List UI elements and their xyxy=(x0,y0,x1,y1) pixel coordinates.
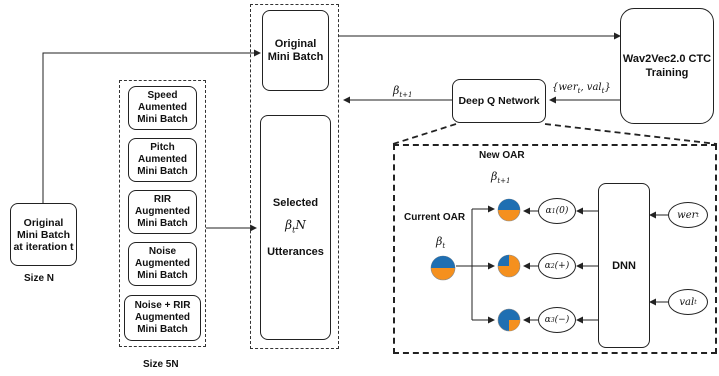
wav2vec-l2: Training xyxy=(645,67,689,79)
original-mini-batch-box: Original Mini Batch xyxy=(262,10,329,91)
selected-utterances-box: Selected βtN Utterances xyxy=(260,115,331,340)
aug-rir-l2: Augmented xyxy=(135,206,190,217)
left-box-line2: Mini Batch xyxy=(16,228,71,241)
wav2vec-training-box: Wav2Vec2.0 CTC Training xyxy=(620,8,714,124)
new-oar-label: New OAR xyxy=(479,150,525,161)
aug-noise-l3: Mini Batch xyxy=(137,270,188,281)
aug-pitch-l1: Pitch xyxy=(150,142,175,153)
selection-group xyxy=(250,4,339,349)
aug-box-noise: Noise Augmented Mini Batch xyxy=(128,242,197,286)
size-n-label: Size N xyxy=(24,273,55,284)
beta-t-plus-1-label: βt+1 xyxy=(393,84,413,100)
aug-speed-l2: Aumented xyxy=(138,102,187,113)
arrow-left-to-original xyxy=(42,49,261,204)
beta-t-plus-1-inner: βt+1 xyxy=(491,170,511,186)
aug-box-pitch: Pitch Aumented Mini Batch xyxy=(128,138,197,182)
orig-mb-l1: Original xyxy=(274,37,317,50)
dnn-label: DNN xyxy=(612,259,636,272)
zoom-line-left xyxy=(392,123,457,145)
original-mini-batch-iteration-box: Original Mini Batch at iteration t xyxy=(10,203,77,266)
augmented-group xyxy=(119,80,206,347)
size-5n-label: Size 5N xyxy=(143,359,179,370)
deep-q-network-box: Deep Q Network xyxy=(452,79,546,123)
aug-pitch-l2: Aumented xyxy=(138,154,187,165)
aug-noise-rir-l3: Mini Batch xyxy=(137,324,188,335)
aug-noise-l1: Noise xyxy=(148,246,177,257)
orig-mb-l2: Mini Batch xyxy=(267,50,324,63)
wer-val-label: {wert, valt} xyxy=(552,82,611,95)
dnn-box: DNN xyxy=(598,183,650,348)
dqn-label: Deep Q Network xyxy=(458,95,540,107)
aug-pitch-l3: Mini Batch xyxy=(137,166,188,177)
wav2vec-l1: Wav2Vec2.0 CTC xyxy=(622,53,712,65)
current-oar-pie xyxy=(430,255,456,281)
zoom-line-right xyxy=(544,123,718,145)
new-oar-pie-3 xyxy=(497,308,521,332)
aug-noise-rir-l2: Augmented xyxy=(135,312,190,323)
aug-box-rir: RIR Augmented Mini Batch xyxy=(128,190,197,234)
aug-speed-l3: Mini Batch xyxy=(137,114,188,125)
selected-l2: Utterances xyxy=(267,246,324,259)
aug-speed-l1: Speed xyxy=(147,90,178,101)
new-oar-pie-1 xyxy=(497,198,521,222)
current-oar-label: Current OAR xyxy=(404,212,466,223)
beta-t-label: βt xyxy=(436,235,446,251)
aug-box-speed: Speed Aumented Mini Batch xyxy=(128,86,197,130)
aug-noise-rir-l1: Noise + RIR xyxy=(134,300,191,311)
aug-rir-l1: RIR xyxy=(153,194,172,205)
new-oar-pie-2 xyxy=(497,254,521,278)
selected-math: βtN xyxy=(285,217,306,235)
aug-noise-l2: Augmented xyxy=(135,258,190,269)
aug-box-noise-rir: Noise + RIR Augmented Mini Batch xyxy=(124,295,201,341)
left-box-line1: Original xyxy=(23,216,64,229)
left-box-line3: at iteration t xyxy=(13,240,74,253)
selected-l1: Selected xyxy=(272,196,319,209)
aug-rir-l3: Mini Batch xyxy=(137,218,188,229)
oar-zoom-region xyxy=(393,144,717,354)
